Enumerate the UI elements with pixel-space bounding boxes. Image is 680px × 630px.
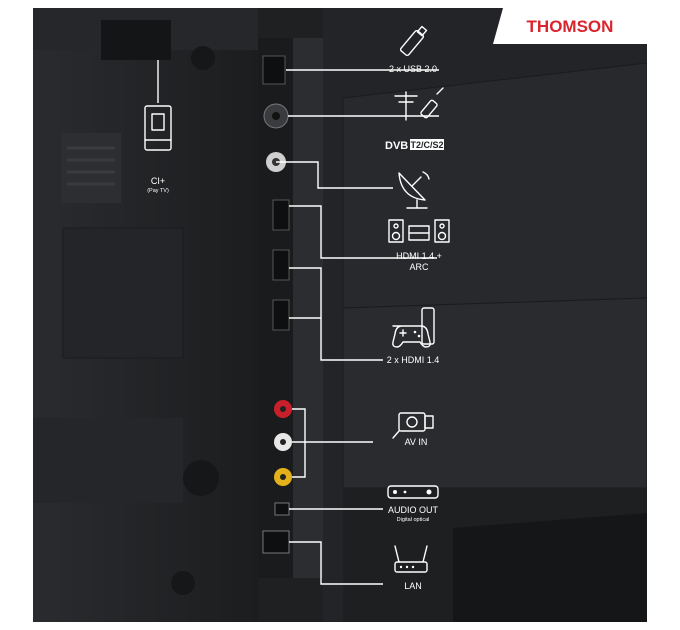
dvb-badge: DVB T2/C/S2 bbox=[385, 139, 444, 152]
lower-vent bbox=[453, 513, 647, 622]
dvb-prefix: DVB bbox=[385, 140, 408, 152]
antenna-cable-icon bbox=[394, 87, 444, 121]
optical-audio-icon bbox=[387, 485, 439, 499]
satellite-dish-icon bbox=[398, 171, 430, 209]
screw-hole-lower bbox=[183, 460, 219, 496]
brand-logo: THOMSON bbox=[527, 17, 614, 36]
lan-label: LAN bbox=[404, 581, 422, 591]
hdmi-port-2 bbox=[272, 249, 290, 281]
panel-middle bbox=[342, 297, 647, 489]
leader-hdmi-a bbox=[289, 267, 383, 361]
hdmi-port-1 bbox=[272, 199, 290, 231]
lan-port bbox=[262, 530, 290, 554]
brand-tab bbox=[493, 8, 647, 44]
hdmi-2x-label: 2 x HDMI 1.4 bbox=[387, 355, 440, 365]
hdmi-arc-label-2: ARC bbox=[409, 262, 429, 272]
game-console-icon bbox=[392, 307, 435, 348]
router-icon bbox=[394, 545, 428, 573]
screw-hole bbox=[191, 46, 215, 70]
hdmi-arc-label-1: HDMI 1.4 + bbox=[396, 251, 442, 261]
ci-label: CI+ bbox=[151, 176, 165, 186]
leader-hdmi-arc bbox=[289, 205, 437, 259]
usb-ports bbox=[262, 55, 286, 85]
ci-sub-label: (Pay TV) bbox=[147, 188, 169, 194]
usb-label: 2 x USB 2.0 bbox=[389, 64, 437, 74]
connector-strip-edge bbox=[293, 38, 323, 578]
connections-illustration: THOMSON CI+ (Pay TV) 2 x USB 2.0 DVB T2/… bbox=[33, 8, 647, 622]
power-hole bbox=[171, 571, 195, 595]
tv-back-panel: THOMSON CI+ (Pay TV) 2 x USB 2.0 DVB T2/… bbox=[33, 8, 647, 622]
usb-stick-icon bbox=[399, 25, 428, 57]
soundbar-speakers-icon bbox=[388, 219, 450, 243]
panel-upper bbox=[342, 62, 647, 309]
ci-slot-recess bbox=[101, 20, 171, 60]
warning-label bbox=[61, 133, 121, 203]
back-recess bbox=[62, 227, 184, 359]
dvb-suffix: T2/C/S2 bbox=[410, 140, 443, 150]
optical-port bbox=[274, 502, 290, 516]
vent-grille bbox=[33, 418, 183, 503]
ci-card-icon bbox=[144, 105, 172, 151]
hdmi-port-3 bbox=[272, 299, 290, 331]
av-in-label: AV IN bbox=[405, 437, 428, 447]
camcorder-icon bbox=[392, 412, 434, 439]
audio-out-label: AUDIO OUT bbox=[388, 505, 439, 515]
leader-satellite bbox=[276, 161, 393, 189]
leader-rca-bracket bbox=[292, 408, 306, 478]
audio-out-sub-label: Digital optical bbox=[397, 517, 430, 523]
leader-lan bbox=[289, 541, 383, 585]
